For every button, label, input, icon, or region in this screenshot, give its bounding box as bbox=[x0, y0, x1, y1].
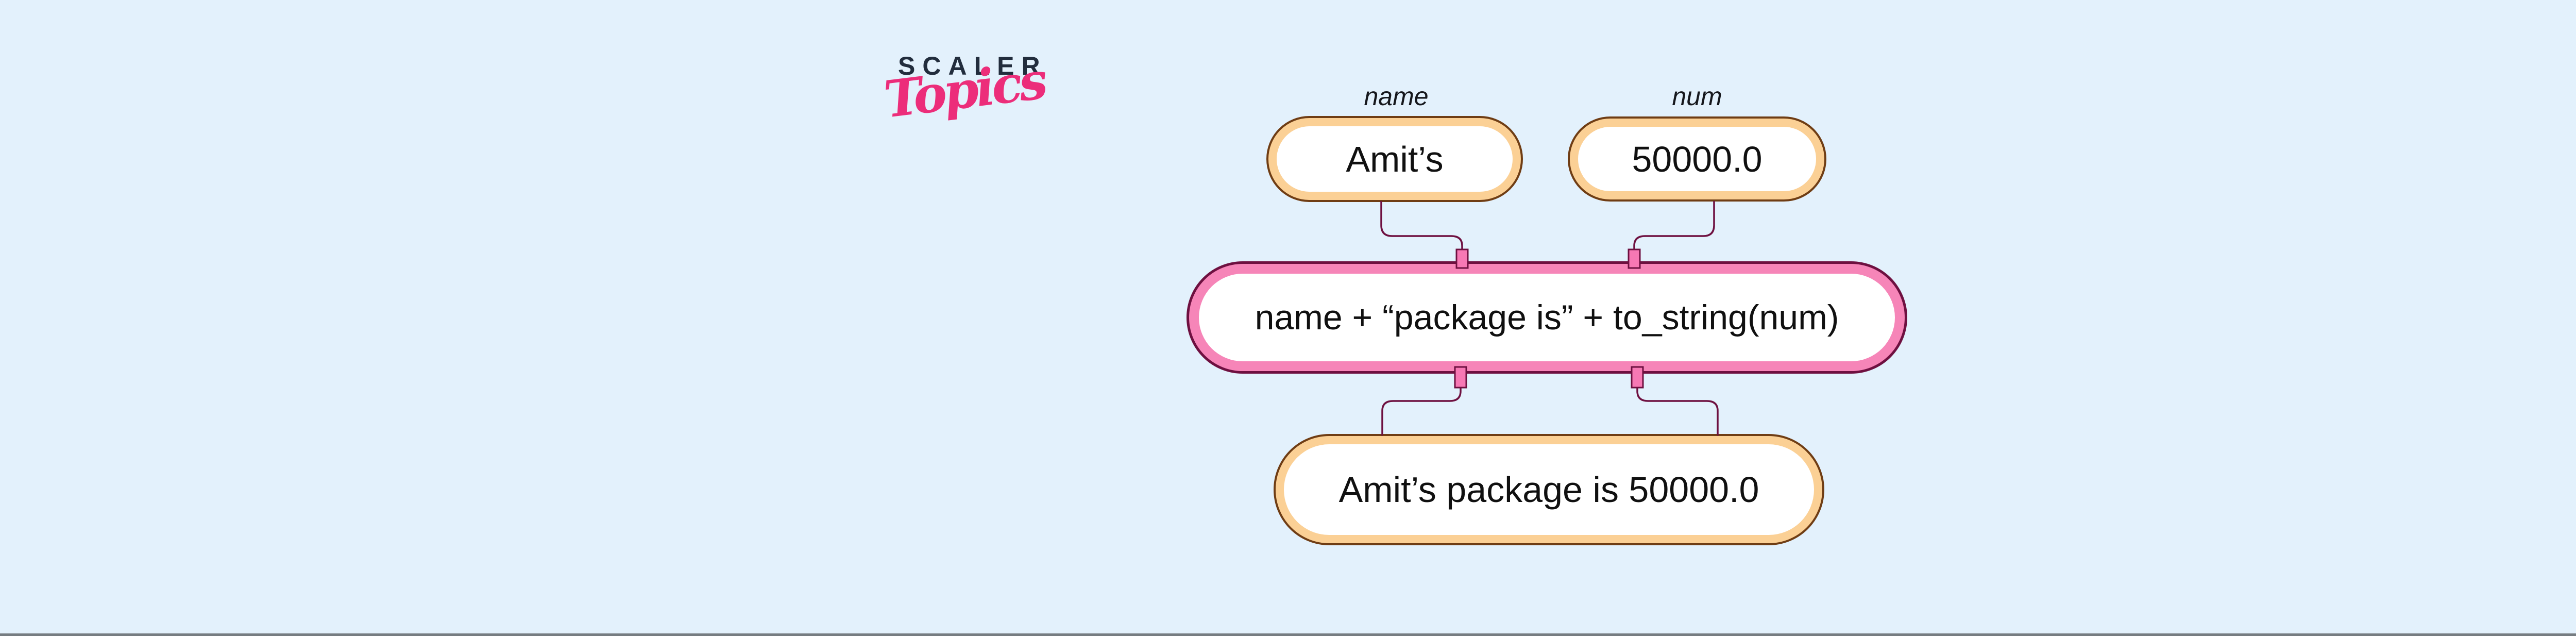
input-pill-num-value: 50000.0 bbox=[1578, 127, 1816, 191]
input-pill-name-value: Amit’s bbox=[1277, 126, 1513, 192]
expression-text: name + “package is” + to_string(num) bbox=[1199, 274, 1895, 361]
result-pill: Amit’s package is 50000.0 bbox=[1274, 434, 1824, 545]
scaler-logo-text: SCALER bbox=[898, 52, 1047, 80]
wire-expression-to-result-right bbox=[1636, 386, 1719, 436]
input-pill-num: 50000.0 bbox=[1568, 116, 1826, 202]
variable-label-name: name bbox=[1364, 82, 1429, 111]
wire-name-to-expression bbox=[1380, 201, 1463, 253]
input-pill-name: Amit’s bbox=[1266, 116, 1523, 202]
result-text: Amit’s package is 50000.0 bbox=[1284, 444, 1814, 535]
expression-box: name + “package is” + to_string(num) bbox=[1187, 261, 1907, 374]
window-bottom-edge bbox=[0, 633, 2576, 636]
wire-num-to-expression bbox=[1633, 201, 1715, 253]
variable-label-num: num bbox=[1672, 82, 1722, 111]
wire-expression-to-result-left bbox=[1381, 386, 1462, 436]
